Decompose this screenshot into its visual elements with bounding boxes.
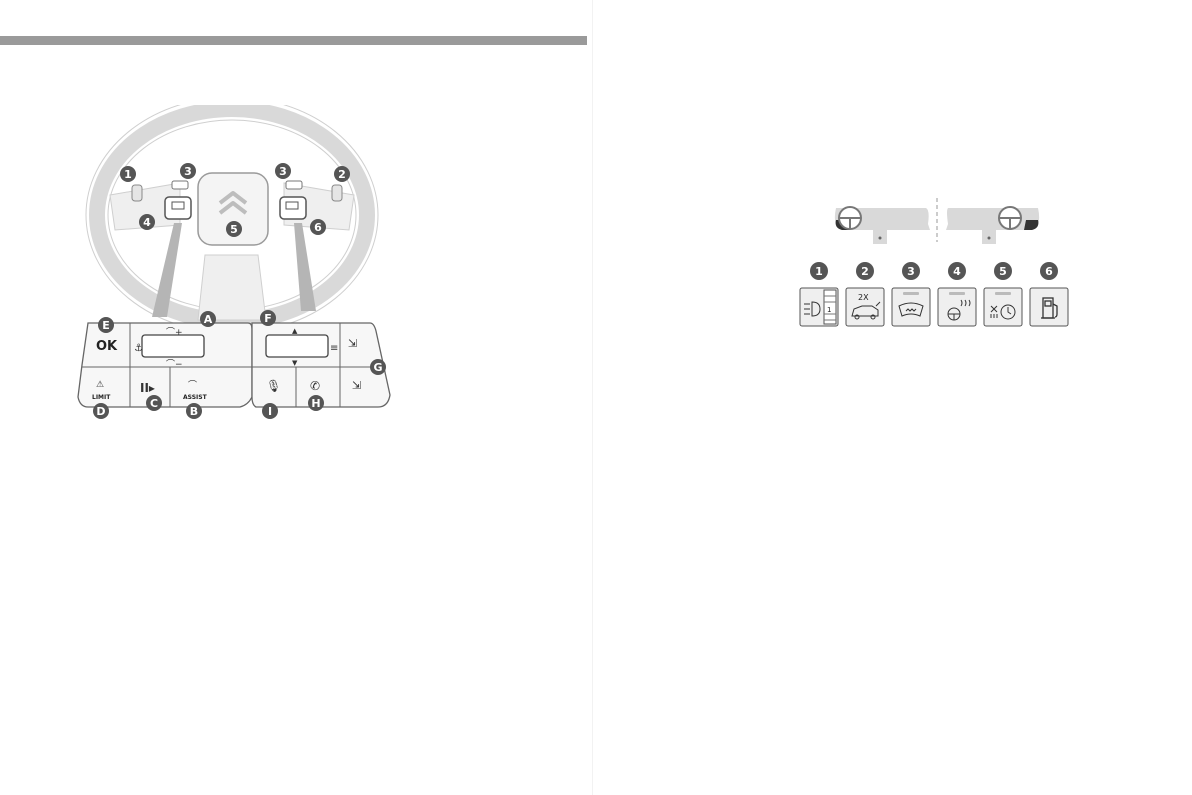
limit-label: LIMIT (92, 394, 111, 401)
svg-text:≡: ≡ (330, 343, 338, 354)
callout-E: E (98, 317, 114, 333)
svg-text:6: 6 (1045, 265, 1053, 278)
svg-text:1: 1 (124, 168, 132, 181)
callout-6: 6 (310, 219, 326, 235)
left-switch-cluster (165, 197, 191, 219)
svg-text:E: E (102, 319, 110, 332)
svg-text:1: 1 (815, 265, 823, 278)
svg-text:A: A (204, 313, 213, 326)
svg-text:I: I (268, 405, 272, 418)
svg-text:D: D (96, 405, 105, 418)
svg-text:3: 3 (907, 265, 915, 278)
callout-2: 2 (334, 166, 350, 182)
dashboard-lhd (835, 207, 930, 244)
boot-label: 2X (858, 293, 869, 302)
fuel-flap-button[interactable] (1030, 288, 1068, 326)
callout-1: 1 (120, 166, 136, 182)
page-divider (592, 0, 593, 795)
svg-text:3: 3 (279, 165, 287, 178)
svg-text:B: B (190, 405, 198, 418)
svg-text:3: 3 (184, 165, 192, 178)
svg-text:⚠: ⚠ (96, 380, 104, 390)
callout-C: C (146, 395, 162, 411)
svg-text:G: G (373, 361, 382, 374)
svg-text:5: 5 (230, 223, 238, 236)
callout-G: G (370, 359, 386, 375)
svg-text:C: C (150, 397, 158, 410)
callout-A: A (200, 311, 216, 327)
headlamp-height-button[interactable]: 1 (800, 288, 838, 326)
panel-callout-3: 3 (902, 262, 920, 280)
panel-callout-1: 1 (810, 262, 828, 280)
svg-text:⌒: ⌒ (188, 380, 197, 391)
lamp-level-label: 1 (827, 306, 831, 314)
svg-text:4: 4 (953, 265, 961, 278)
paddle-left (132, 185, 142, 201)
assist-label: ASSIST (183, 394, 208, 401)
programmable-heating-button[interactable] (984, 288, 1022, 326)
svg-text:⌒+: ⌒+ (166, 327, 183, 338)
speed-roller-a (142, 335, 204, 357)
callout-H: H (308, 395, 324, 411)
svg-text:6: 6 (314, 221, 322, 234)
section-header-bar (0, 36, 587, 45)
svg-text:⌒−: ⌒− (166, 359, 183, 370)
dashboard-rhd (946, 207, 1039, 244)
svg-text:▼: ▼ (292, 359, 298, 367)
right-switch-cluster (280, 197, 306, 219)
heated-wheel-button[interactable] (938, 288, 976, 326)
svg-text:H: H (311, 397, 320, 410)
left-control-pad: OK ⌒+ ⌒− ⚓ II▸ ⚠ LIMIT ⌒ ASSIST (78, 323, 252, 407)
svg-text:⇲: ⇲ (348, 337, 357, 350)
svg-text:🎙: 🎙 (266, 379, 281, 393)
svg-text:⇲: ⇲ (352, 379, 361, 392)
callout-D: D (93, 403, 109, 419)
panel-callout-6: 6 (1040, 262, 1058, 280)
callout-F: F (260, 310, 276, 326)
panel-callout-2: 2 (856, 262, 874, 280)
control-panel-diagram: 1 2 3 4 5 6 1 2X (770, 190, 1080, 340)
menu-roller-f (266, 335, 328, 357)
svg-text:2: 2 (338, 168, 346, 181)
svg-text:⚓: ⚓ (134, 343, 143, 354)
callout-3-right: 3 (275, 163, 291, 179)
boot-unlock-button[interactable]: 2X (846, 288, 884, 326)
callout-I: I (262, 403, 278, 419)
callout-3-left: 3 (180, 163, 196, 179)
ok-button-label: OK (96, 339, 118, 354)
panel-callout-4: 4 (948, 262, 966, 280)
svg-text:F: F (264, 312, 272, 325)
svg-text:▲: ▲ (292, 327, 298, 335)
svg-text:2: 2 (861, 265, 869, 278)
callout-B: B (186, 403, 202, 419)
callout-5: 5 (226, 221, 242, 237)
svg-text:II▸: II▸ (140, 381, 155, 395)
svg-text:5: 5 (999, 265, 1007, 278)
steering-wheel-diagram: OK ⌒+ ⌒− ⚓ II▸ ⚠ LIMIT ⌒ ASSIST ▲ ▼ ≡ ⇲ … (70, 105, 410, 435)
right-control-pad: ▲ ▼ ≡ ⇲ ⇲ 🎙 ✆ (252, 323, 390, 407)
svg-text:✆: ✆ (310, 379, 320, 393)
windscreen-defrost-button[interactable] (892, 288, 930, 326)
svg-text:4: 4 (143, 216, 151, 229)
panel-callout-5: 5 (994, 262, 1012, 280)
paddle-right (332, 185, 342, 201)
callout-4: 4 (139, 214, 155, 230)
